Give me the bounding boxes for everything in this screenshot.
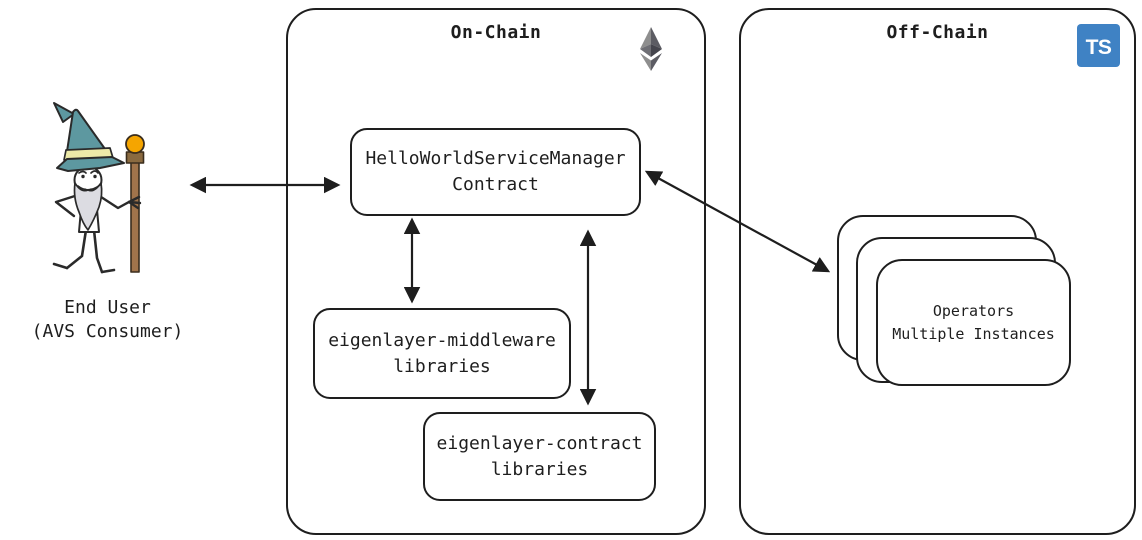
wizard-legs bbox=[52, 228, 116, 274]
off-chain-title: Off-Chain bbox=[886, 22, 989, 43]
contract-libs-label-line1: eigenlayer-contract bbox=[436, 432, 643, 454]
on-chain-title: On-Chain bbox=[450, 22, 542, 43]
end-user-label-line1: End User bbox=[64, 297, 151, 318]
middleware-label-line1: eigenlayer-middleware bbox=[328, 329, 556, 351]
wizard-arms bbox=[54, 193, 142, 218]
ethereum-icon bbox=[640, 27, 662, 71]
service-manager-label-line1: HelloWorldServiceManager bbox=[365, 148, 626, 169]
service-manager-label-line2: Contract bbox=[452, 174, 539, 195]
operators-label-line2: Multiple Instances bbox=[892, 324, 1055, 343]
wizard-staff bbox=[125, 134, 145, 273]
end-user-label-line2: (AVS Consumer) bbox=[31, 321, 184, 342]
middleware-libraries-node: eigenlayer-middleware libraries bbox=[313, 308, 571, 399]
contract-libraries-node: eigenlayer-contract libraries bbox=[423, 412, 656, 501]
operators-card-front: Operators Multiple Instances bbox=[876, 259, 1071, 386]
middleware-label-line2: libraries bbox=[393, 355, 491, 377]
typescript-icon-text: TS bbox=[1085, 35, 1112, 59]
operators-label-line1: Operators bbox=[932, 301, 1015, 320]
wizard-figure bbox=[52, 102, 145, 274]
contract-libs-label-line2: libraries bbox=[490, 458, 589, 480]
typescript-icon: TS bbox=[1077, 24, 1120, 67]
wizard-hat bbox=[53, 102, 125, 172]
wizard-face bbox=[78, 170, 99, 179]
service-manager-node: HelloWorldServiceManager Contract bbox=[350, 128, 641, 216]
end-user-label: End User (AVS Consumer) bbox=[15, 296, 200, 344]
